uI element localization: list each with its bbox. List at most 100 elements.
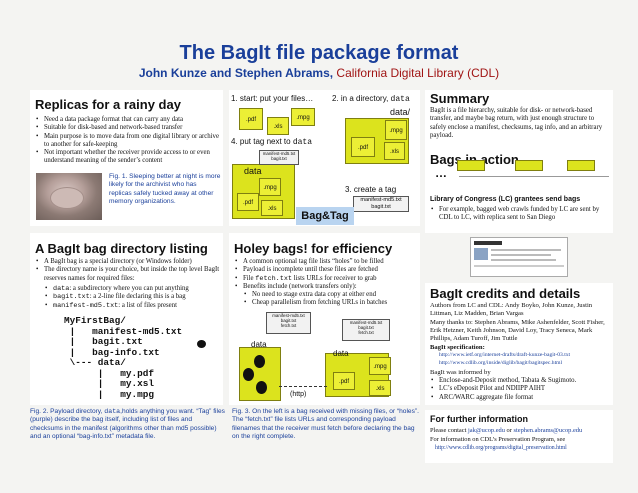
list-item: A BagIt bag is a special directory (or W… bbox=[35, 258, 221, 267]
list-item: ARC/WARC aggregate file format bbox=[430, 394, 610, 403]
spec-link[interactable]: http://www.ietf.org/internet-drafts/draf… bbox=[439, 352, 571, 358]
ellipsis: … bbox=[435, 166, 447, 180]
loc-heading: Library of Congress (LC) grantees send b… bbox=[430, 196, 581, 203]
credits-panel: BagIt credits and details Authors from L… bbox=[425, 283, 613, 405]
directory-tree: MyFirstBag/ | manifest-md5.txt | bagit.t… bbox=[64, 315, 183, 400]
benefits-list: No need to stage extra data copy at eith… bbox=[234, 291, 418, 308]
list-item: No need to stage extra data copy at eith… bbox=[234, 291, 418, 300]
fig2-caption: Fig. 2. Payload directory, data,holds an… bbox=[30, 408, 225, 440]
hole-marker bbox=[243, 368, 254, 381]
fig1-caption: Fig. 1. Sleeping better at night is more… bbox=[109, 173, 221, 205]
summary-heading: Summary bbox=[430, 91, 490, 106]
step1-label: 1. start: put your files… bbox=[231, 94, 314, 103]
holey-list: A common optional tag file lists “holes”… bbox=[234, 258, 418, 291]
list-item: Need a data package format that can carr… bbox=[35, 116, 220, 125]
list-item: A common optional tag file lists “holes”… bbox=[234, 258, 418, 267]
mpg-file-icon: .mpg bbox=[385, 120, 407, 140]
replicas-heading: Replicas for a rainy day bbox=[35, 97, 181, 112]
email-link[interactable]: jak@ucop.edu bbox=[467, 427, 505, 434]
replicas-list: Need a data package format that can carr… bbox=[35, 116, 220, 166]
list-item: Payload is incomplete until these files … bbox=[234, 266, 418, 275]
list-item: data: a subdirectory where you can put a… bbox=[35, 285, 221, 294]
list-item: manifest-md5.txt: a list of files presen… bbox=[35, 302, 221, 311]
further-heading: For further information bbox=[430, 414, 528, 424]
mpg-file-icon: .mpg bbox=[369, 357, 391, 375]
credits-heading: BagIt credits and details bbox=[430, 286, 581, 301]
folder-label: data/ bbox=[390, 107, 411, 117]
pdf-file-icon: .pdf bbox=[237, 193, 259, 211]
xls-file-icon: .xls bbox=[369, 380, 391, 396]
pdf-file-icon: .pdf bbox=[239, 108, 263, 130]
tag-files-highlight bbox=[76, 329, 204, 361]
bag-icon bbox=[515, 160, 543, 171]
fetch-arrow bbox=[279, 386, 327, 387]
affiliation: California Digital Library (CDL) bbox=[333, 66, 500, 80]
hole-marker bbox=[254, 355, 265, 368]
loc-list: For example, bagged web crawls funded by… bbox=[430, 206, 610, 223]
step3-label: 3. create a tag bbox=[345, 185, 397, 194]
step2-label: 2. in a directory, data bbox=[332, 94, 410, 104]
list-item: Cheap parallelism from fetching URLs in … bbox=[234, 299, 418, 308]
holey-heading: Holey bags! for efficiency bbox=[234, 241, 393, 256]
pdf-file-icon: .pdf bbox=[333, 372, 355, 390]
spec-label: BagIt specification: bbox=[430, 344, 485, 351]
influences-list: Enclose-and-Deposit method, Tabata & Sug… bbox=[430, 377, 610, 402]
summary-panel: Summary BagIt is a file hierarchy, suita… bbox=[425, 90, 613, 233]
list-item: For example, bagged web crawls funded by… bbox=[430, 206, 610, 223]
listing-heading: A BagIt bag directory listing bbox=[35, 241, 208, 256]
bags-diagram bbox=[455, 158, 611, 188]
replicas-panel: Replicas for a rainy day Need a data pac… bbox=[30, 90, 223, 226]
page-title: The BagIt file package format bbox=[179, 42, 459, 64]
list-item: Main purpose is to move data from one di… bbox=[35, 133, 220, 150]
server-icon bbox=[459, 176, 609, 184]
bags-in-action-heading: Bags in action bbox=[430, 152, 519, 167]
list-item: Not important whether the receiver provi… bbox=[35, 149, 220, 166]
bag-and-tag-label: Bag&Tag bbox=[296, 207, 354, 225]
program-line: For information on CDL’s Preservation Pr… bbox=[430, 436, 566, 443]
data-label: data bbox=[333, 349, 349, 358]
xls-file-icon: .xls bbox=[384, 142, 405, 160]
listing-panel: A BagIt bag directory listing A BagIt ba… bbox=[30, 233, 223, 405]
summary-text: BagIt is a file hierarchy, suitable for … bbox=[430, 107, 603, 139]
list-item: Enclose-and-Deposit method, Tabata & Sug… bbox=[430, 377, 610, 386]
further-info-panel: For further information Please contact j… bbox=[425, 410, 613, 463]
list-item: Benefits include (network transfers only… bbox=[234, 283, 418, 292]
xls-file-icon: .xls bbox=[261, 200, 283, 216]
holey-panel: Holey bags! for efficiency A common opti… bbox=[229, 233, 420, 405]
fig3-caption: Fig. 3. On the left is a bag received wi… bbox=[232, 408, 419, 440]
reserved-names-list: data: a subdirectory where you can put a… bbox=[35, 285, 221, 310]
hole-marker bbox=[256, 381, 267, 394]
mpg-file-icon: .mpg bbox=[291, 108, 315, 126]
list-item: Suitable for disk-based and network-base… bbox=[35, 124, 220, 133]
listing-list: A BagIt bag is a special directory (or W… bbox=[35, 258, 221, 283]
list-item: bagit.txt: a 2-line file declaring this … bbox=[35, 293, 221, 302]
bag-steps-panel: 1. start: put your files… 2. in a direct… bbox=[229, 90, 420, 226]
list-item: File fetch.txt lists URLs for receiver t… bbox=[234, 275, 418, 284]
step4-label: 4. put tag next to data bbox=[231, 137, 313, 147]
spec-link[interactable]: http://www.cdlib.org/inside/diglib/bagit… bbox=[439, 360, 563, 366]
authors: John Kunze and Stephen Abrams, bbox=[138, 66, 334, 80]
data-label: data bbox=[244, 166, 262, 176]
bag-icon bbox=[457, 160, 485, 171]
bag-icon bbox=[567, 160, 595, 171]
xls-file-icon: .xls bbox=[267, 117, 289, 135]
data-label: data bbox=[251, 340, 267, 349]
tag-file-marker bbox=[197, 340, 206, 348]
email-link[interactable]: stephen.abrams@ucop.edu bbox=[513, 427, 583, 434]
list-item: LC’s eDeposit Pilot and NDIIPP AIHT bbox=[430, 385, 610, 394]
list-item: The directory name is your choice, but i… bbox=[35, 266, 221, 283]
pdf-file-icon: .pdf bbox=[351, 137, 375, 157]
influenced-label: BagIt was informed by bbox=[430, 369, 491, 376]
sleeping-mouse-photo bbox=[36, 173, 102, 220]
program-link[interactable]: http://www.cdlib.org/programs/digital_pr… bbox=[435, 445, 567, 451]
http-label: (http) bbox=[290, 391, 307, 398]
credits-thanks: Many thanks to: Stephen Abrams, Mike Ash… bbox=[430, 319, 605, 342]
credits-authors: Authors from LC and CDL: Andy Boyko, Joh… bbox=[430, 302, 593, 317]
contact-line: Please contact jak@ucop.edu or stephen.a… bbox=[430, 427, 583, 434]
mpg-file-icon: .mpg bbox=[259, 178, 281, 196]
page-subtitle: John Kunze and Stephen Abrams, Californi… bbox=[0, 66, 638, 80]
